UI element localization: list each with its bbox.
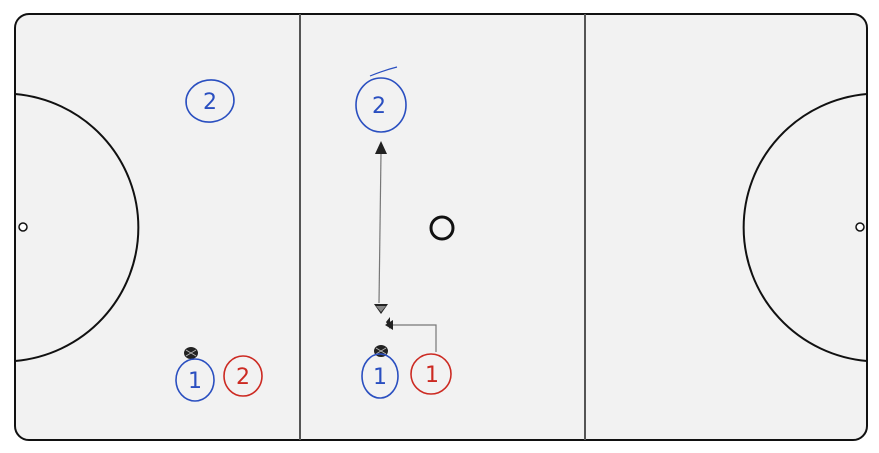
player-red-2-left[interactable]: 2 xyxy=(223,355,263,397)
player-blue-2-left[interactable]: 2 xyxy=(183,77,236,125)
goal-post-right xyxy=(855,222,865,232)
player-red-1-centre[interactable]: 1 xyxy=(410,353,452,395)
player-blue-1-left[interactable]: 1 xyxy=(175,358,215,402)
court-surface xyxy=(14,13,868,441)
goal-circle-right xyxy=(742,93,867,362)
player-number: 1 xyxy=(373,365,387,390)
ball xyxy=(184,347,198,359)
pass-arrow xyxy=(375,141,387,304)
goal-post-left xyxy=(18,222,28,232)
player-number: 2 xyxy=(236,365,250,390)
player-number: 2 xyxy=(372,94,386,119)
player-number: 1 xyxy=(425,363,439,388)
cone-marker xyxy=(386,317,390,329)
goal-circle-left xyxy=(15,93,140,362)
player-blue-2-centre[interactable]: 2 xyxy=(355,66,407,133)
player-number: 1 xyxy=(188,369,202,394)
centre-circle xyxy=(429,215,455,241)
cone-marker xyxy=(374,304,388,314)
player-number: 2 xyxy=(203,90,217,115)
player-blue-1-centre[interactable]: 1 xyxy=(361,353,399,399)
